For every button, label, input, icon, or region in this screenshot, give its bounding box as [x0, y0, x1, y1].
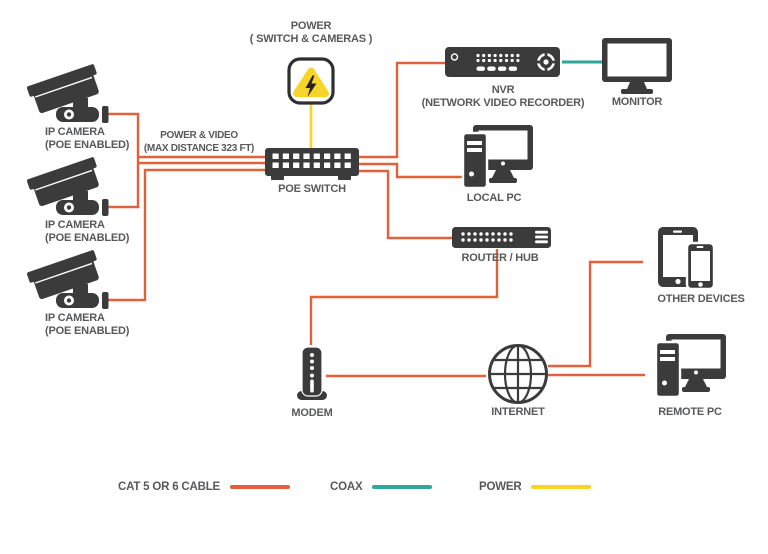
- nvr-icon: [445, 47, 560, 77]
- internet-globe-icon: [488, 344, 548, 404]
- ip-camera-3-label: IP CAMERA (POE ENABLED): [45, 312, 129, 337]
- camera-label-line1: IP CAMERA: [45, 126, 105, 138]
- nvr-label-line2: (NETWORK VIDEO RECORDER): [421, 96, 585, 109]
- wire-switch-to-router: [358, 169, 452, 240]
- legend-item-coax: COAX: [330, 481, 433, 493]
- ip-camera-1-icon: [25, 62, 110, 124]
- ip-camera-1-label: IP CAMERA (POE ENABLED): [45, 126, 129, 151]
- poe-switch-icon: [265, 148, 359, 180]
- wire-internet-to-other-devices: [548, 260, 643, 368]
- wire-camera1-camera2-bus: [107, 112, 140, 209]
- ip-camera-3-icon: [25, 248, 110, 310]
- legend-coax-swatch: [372, 484, 433, 490]
- modem-label: MODEM: [291, 407, 333, 419]
- nvr-label-line1: NVR: [491, 84, 515, 96]
- cable-annotation-line2: (MAX DISTANCE 323 FT): [143, 143, 255, 154]
- legend-item-cat5: CAT 5 OR 6 CABLE: [118, 481, 291, 493]
- camera-label-line2: (POE ENABLED): [45, 231, 130, 244]
- other-devices-icon: [658, 227, 716, 291]
- internet-label: INTERNET: [491, 406, 545, 418]
- ip-camera-2-icon: [25, 155, 110, 217]
- cable-annotation-line1: POWER & VIDEO: [160, 130, 238, 141]
- remote-pc-label: REMOTE PC: [658, 406, 722, 418]
- camera-label-line1: IP CAMERA: [45, 219, 105, 231]
- legend-coax-label: COAX: [330, 481, 363, 493]
- wire-camera3-to-switch: [107, 168, 266, 302]
- legend-power-swatch: [531, 484, 592, 490]
- camera-label-line2: (POE ENABLED): [45, 324, 130, 337]
- legend-cat5-swatch: [230, 484, 291, 490]
- power-source-subtitle: ( SWITCH & CAMERAS ): [249, 32, 373, 45]
- nvr-label: NVR (NETWORK VIDEO RECORDER): [422, 84, 585, 109]
- power-source-label: POWER ( SWITCH & CAMERAS ): [250, 20, 373, 45]
- legend-power-label: POWER: [479, 481, 522, 493]
- remote-pc-icon: [654, 332, 728, 399]
- monitor-label: MONITOR: [611, 96, 663, 108]
- other-devices-label: OTHER DEVICES: [657, 293, 745, 305]
- modem-icon: [297, 346, 327, 400]
- poe-switch-label: POE SWITCH: [278, 183, 346, 195]
- camera-label-line2: (POE ENABLED): [45, 138, 130, 151]
- cable-annotation: POWER & VIDEO (MAX DISTANCE 323 FT): [143, 129, 255, 155]
- local-pc-icon: [461, 123, 535, 190]
- legend-cat5-label: CAT 5 OR 6 CABLE: [118, 481, 221, 493]
- router-hub-icon: [452, 227, 551, 248]
- camera-label-line1: IP CAMERA: [45, 312, 105, 324]
- monitor-icon: [602, 38, 672, 94]
- ip-camera-2-label: IP CAMERA (POE ENABLED): [45, 219, 129, 244]
- router-hub-label: ROUTER / HUB: [461, 252, 539, 264]
- power-source-title: POWER: [290, 20, 332, 32]
- wire-switch-to-local-pc: [358, 162, 463, 179]
- wire-switch-to-nvr: [358, 61, 445, 159]
- wires-layer: [107, 60, 645, 378]
- legend-item-power: POWER: [479, 481, 592, 493]
- wire-router-to-modem: [309, 249, 499, 345]
- local-pc-label: LOCAL PC: [466, 192, 522, 204]
- power-warning-icon: [287, 57, 335, 105]
